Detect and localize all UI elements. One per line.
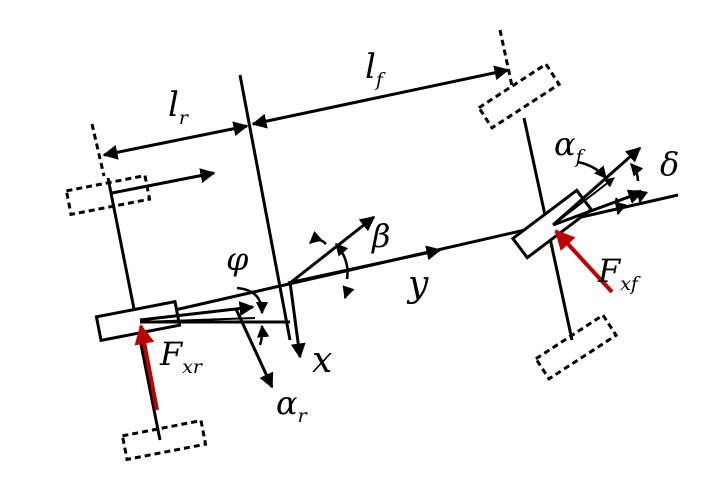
label-beta: β <box>371 217 391 255</box>
lr-dimension-arrow <box>102 121 249 160</box>
rear-alpha-arrow <box>234 308 274 389</box>
label-lr: lr <box>168 85 190 129</box>
cg-reference-line <box>238 74 292 341</box>
label-F-xr: Fxr <box>159 335 204 378</box>
rear-vector-arrow <box>139 301 255 322</box>
lf-dimension-arrow <box>251 65 510 129</box>
front-top-wheel-dashed <box>476 62 562 130</box>
front-bottom-wheel-dashed <box>533 313 619 381</box>
front-steering-arrow <box>552 189 644 227</box>
phi-angle-arc <box>236 286 269 315</box>
label-x-axis: x <box>312 340 332 381</box>
delta-arc-lower <box>635 189 649 204</box>
rear-force-arrow <box>134 324 159 411</box>
delta-arc-upper <box>630 163 644 182</box>
front-velocity-arrow <box>552 146 642 227</box>
label-delta: δ <box>660 145 679 183</box>
label-y-axis: y <box>406 264 429 305</box>
label-phi: φ <box>226 240 249 278</box>
beta-upper-arc <box>309 230 327 245</box>
y-axis-arrow <box>287 245 442 285</box>
label-alpha-f: αf <box>554 125 586 168</box>
rear-bottom-wheel-dashed <box>120 418 208 462</box>
label-F-xf: Fxf <box>597 252 641 295</box>
rear-top-wheel-dashed <box>64 173 152 217</box>
label-alpha-r: αr <box>276 384 309 427</box>
rear-velocity-line <box>139 317 256 323</box>
beta-angle-arc <box>335 243 349 280</box>
x-axis-arrow <box>288 281 306 359</box>
rear-axle-dashed-ext <box>90 123 106 177</box>
front-small-arc <box>614 197 627 216</box>
front-force-arrow <box>554 229 614 294</box>
label-lf: lf <box>365 47 386 91</box>
alpha-f-arc <box>577 160 607 179</box>
rear-top-arrow <box>111 168 216 195</box>
front-heading-arrow <box>552 177 615 226</box>
front-axle-dashed-ext <box>498 29 514 87</box>
rear-angle-arc-lower <box>256 324 270 346</box>
beta-velocity-arrow <box>289 215 376 285</box>
beta-lower-arc <box>342 285 355 300</box>
